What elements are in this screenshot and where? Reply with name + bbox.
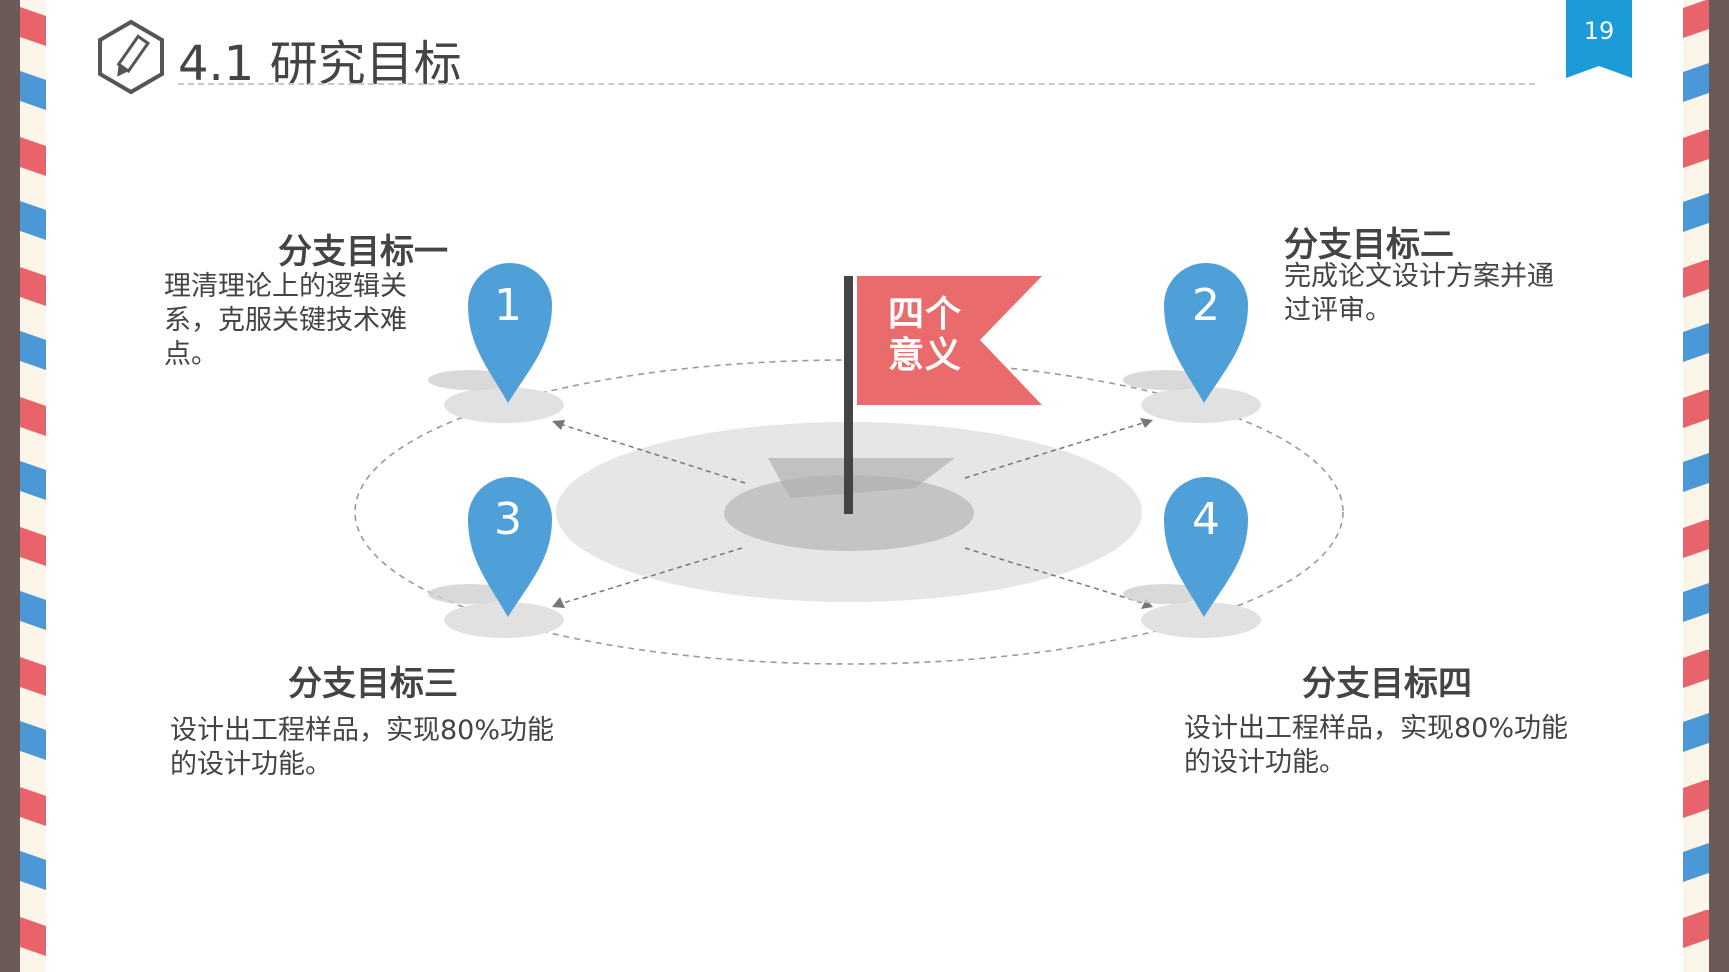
pin-number-4: 4 (1192, 494, 1220, 545)
goal-2-description: 完成论文设计方案并通过评审。 (1284, 261, 1554, 326)
arrow-heads (552, 418, 1153, 609)
airmail-border-left (0, 0, 46, 972)
title-divider (178, 83, 1535, 85)
goal-1-description: 理清理论上的逻辑关系，克服关键技术难点。 (164, 271, 407, 370)
map-pin-4 (1164, 477, 1248, 617)
flag-label-line-2: 意义 (888, 335, 963, 376)
slide-title: 4.1 研究目标 (178, 36, 462, 92)
goal-4-title: 分支目标四 (1302, 664, 1472, 704)
map-pin-1 (468, 263, 552, 403)
goal-3-description: 设计出工程样品，实现80%功能的设计功能。 (170, 715, 555, 780)
page-number: 19 (1583, 17, 1615, 45)
page-badge-shape (1566, 0, 1632, 78)
goal-1-title: 分支目标一 (278, 232, 448, 272)
flag-pole (844, 276, 853, 514)
pencil-hexagon-icon (98, 19, 164, 95)
flag-label: 四个 意义 (888, 294, 964, 376)
flag-banner (857, 276, 1042, 405)
flag-shadow (768, 458, 955, 498)
pin-number-1: 1 (494, 280, 522, 331)
pin-number-2: 2 (1192, 280, 1220, 331)
goal-2-title: 分支目标二 (1284, 225, 1454, 265)
pin-number-3: 3 (494, 494, 522, 545)
map-pin-2 (1164, 263, 1248, 403)
airmail-border-right (1683, 0, 1729, 972)
goal-4-description: 设计出工程样品，实现80%功能的设计功能。 (1184, 713, 1569, 778)
map-pin-3 (468, 477, 552, 617)
goal-3-title: 分支目标三 (288, 664, 458, 704)
connector-arrows (559, 421, 1147, 605)
pin-bases (428, 370, 1261, 638)
flag-label-line-1: 四个 (888, 294, 963, 335)
